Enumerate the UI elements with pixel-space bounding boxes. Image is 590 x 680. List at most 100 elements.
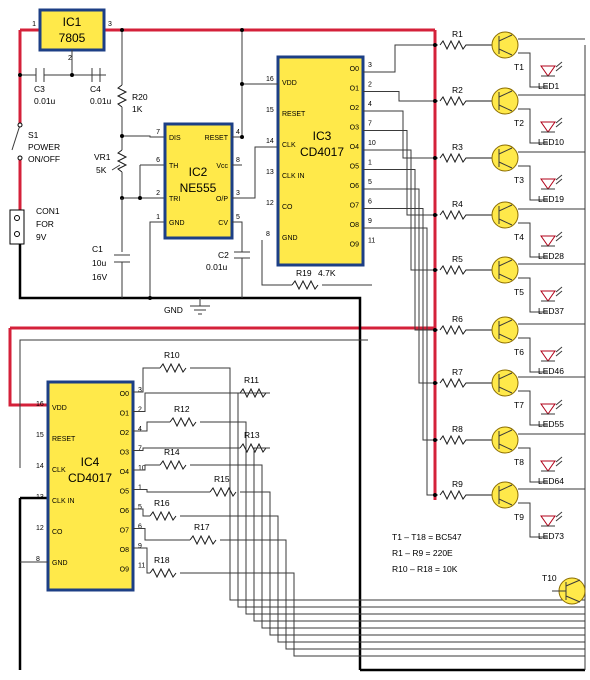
led-wire [518,323,585,373]
transistor-t2 [491,87,519,115]
led-arrows [541,61,563,77]
column-resistor [209,486,237,498]
ic4-out-wire [133,547,150,574]
supply-rail-left-drop [8,328,48,407]
ic4-counter [46,380,135,592]
ic2-pin-th: TH [169,163,178,170]
con1-connector [9,209,25,245]
ic2-num-4: 4 [236,129,240,136]
row-resistor-label: R3 [452,142,463,152]
column-resistor [169,416,197,428]
ic4-pin-co: CO [52,529,63,536]
ic4-pin-vdd: VDD [52,405,67,412]
c2-label: C2 [218,250,229,260]
led-icon [540,460,556,472]
ic4-num-left: 16 [36,401,44,408]
led-arrows [541,399,563,415]
transistor-label: T6 [514,347,524,357]
ic2-num-7: 7 [156,129,160,136]
transistor-label: T7 [514,400,524,410]
r19-value: 4.7K [318,268,336,278]
ic3-pin-clk-in: CLK IN [282,173,305,180]
row-resistor-label: R8 [452,424,463,434]
ic4-num-left: 14 [36,463,44,470]
ic4-pin-o8: O8 [120,547,129,554]
ic4-num-left: 8 [36,556,40,563]
transistor-label: T1 [514,62,524,72]
c3-value: 0.01u [34,96,56,106]
ic3-num-left: 15 [266,107,274,114]
ic2-pin-vcc: Vcc [216,163,228,170]
led-icon [540,403,556,415]
c4-value: 0.01u [90,96,112,106]
dis-wire [122,135,165,138]
r19-label: R19 [296,268,312,278]
led-wire [518,433,585,483]
ic2-pin-reset: RESET [205,135,229,142]
led-icon [540,178,556,190]
c3-symbol [35,68,45,82]
led-label: LED64 [538,476,564,486]
column-bus-wire [240,491,585,636]
ic4-clk-wire [19,339,368,468]
ic3-label: IC3 [313,129,332,143]
ic3-num-left: 8 [266,231,270,238]
ic3-out-wire [363,44,438,73]
ic1-pin2: 2 [68,55,72,62]
ic4-pin-reset: RESET [52,436,76,443]
column-resistor-label: R13 [244,430,260,440]
ic4-out-wire [133,464,160,471]
column-resistor-label: R18 [154,555,170,565]
transistor-leads [498,484,513,506]
ic3-num-right: 4 [368,101,372,108]
ic4-label: IC4 [81,455,100,469]
led-label: LED1 [538,81,560,91]
ic2-part: NE555 [180,181,217,195]
ic3-num-right: 6 [368,199,372,206]
t10-leads [552,579,581,603]
s1-switch-blade[interactable] [11,124,21,151]
th-wire [139,164,165,198]
column-bus-wire [190,367,585,601]
ic2-num-5: 5 [236,214,240,221]
row-resistor-label: R2 [452,85,463,95]
c3-label: C3 [34,84,45,94]
led-icon [540,65,556,77]
con1-9v: 9V [36,232,47,242]
gnd-symbol [190,298,210,315]
s1-onoff: ON/OFF [28,154,60,164]
led-arrows [541,231,563,247]
led-wire [518,208,585,258]
ic4-num-left: 13 [36,494,44,501]
led-label: LED28 [538,251,564,261]
ic3-co-feedback [261,240,292,286]
transistor-label: T3 [514,175,524,185]
row-resistor-label: R4 [452,199,463,209]
ic4-pin-o6: O6 [120,508,129,515]
ic3-out-wire [363,208,438,441]
row-resistor-label: R9 [452,479,463,489]
c2-capacitor [232,221,250,298]
ic4-pin-o5: O5 [120,489,129,496]
note-r10-r18: R10 – R18 = 10K [392,564,458,574]
ic4-num-right: 11 [138,563,145,570]
ic4-num-right: 3 [138,387,142,394]
transistor-leads [498,319,513,341]
vr1-label: VR1 [94,152,111,162]
transistor-t3 [491,144,519,172]
ic3-pin-reset: RESET [282,111,306,118]
t10-label: T10 [542,573,557,583]
note-transistor: T1 – T18 = BC547 [392,532,462,542]
led-icon [540,121,556,133]
column-resistor [189,534,217,546]
ic3-pin-vdd: VDD [282,80,297,87]
ic2-num-3: 3 [236,190,240,197]
ic2-pin-dis: DIS [169,135,181,142]
c4-label: C4 [90,84,101,94]
row-resistor [439,95,492,107]
led-arrows [541,286,563,302]
ic3-num-right: 5 [368,179,372,186]
ground-rail [18,244,362,670]
